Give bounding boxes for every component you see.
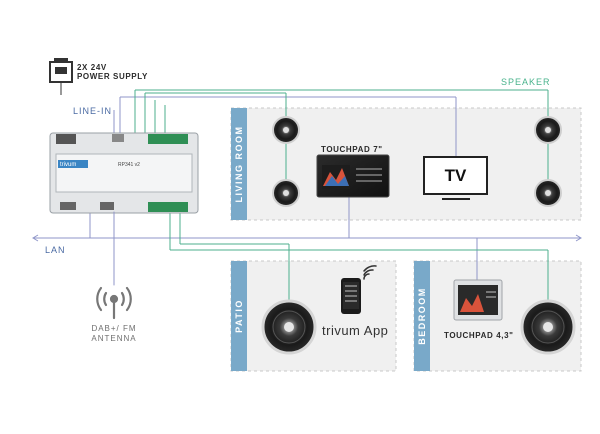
antenna-label-line1: DAB+/ FM — [91, 324, 137, 333]
lan-line — [32, 96, 582, 280]
room-tab-bedroom: BEDROOM — [414, 261, 430, 371]
room-label-patio: PATIO — [234, 299, 244, 333]
tv-label: TV — [444, 166, 467, 185]
touchpad-7-label: TOUCHPAD 7" — [321, 145, 383, 154]
touchpad-43-label: TOUCHPAD 4,3" — [444, 331, 514, 340]
speaker-label: SPEAKER — [501, 77, 551, 87]
speaker-icon — [534, 116, 562, 144]
touchpad-7-icon — [316, 154, 390, 198]
tv-icon — [423, 156, 488, 200]
antenna-icon — [96, 211, 132, 320]
room-label-living-room: LIVING ROOM — [234, 125, 244, 203]
lan-label: LAN — [45, 245, 66, 255]
power-supply-label-line1: 2X 24V — [77, 63, 107, 72]
phone-icon — [341, 278, 361, 314]
room-tab-living-room: LIVING ROOM — [231, 108, 247, 220]
touchpad-43-icon — [453, 279, 503, 321]
room-label-bedroom: BEDROOM — [417, 287, 427, 345]
unit-model-label: RP341 v2 — [118, 162, 140, 168]
line-in-label: LINE-IN — [73, 106, 113, 116]
speaker-icon — [261, 299, 317, 355]
wifi-icon — [363, 265, 377, 280]
room-tab-patio: PATIO — [231, 261, 247, 371]
speaker-lines — [134, 89, 549, 305]
speaker-icon — [272, 116, 300, 144]
main-unit — [49, 132, 199, 214]
speaker-icon — [520, 299, 576, 355]
power-supply — [49, 58, 73, 95]
trivum-app-label: trivum App — [322, 323, 389, 338]
speaker-icon — [534, 179, 562, 207]
antenna-label-line2: ANTENNA — [91, 334, 137, 343]
power-supply-label-line2: POWER SUPPLY — [77, 72, 148, 81]
speaker-icon — [272, 179, 300, 207]
unit-brand-label: trivum — [60, 162, 77, 168]
